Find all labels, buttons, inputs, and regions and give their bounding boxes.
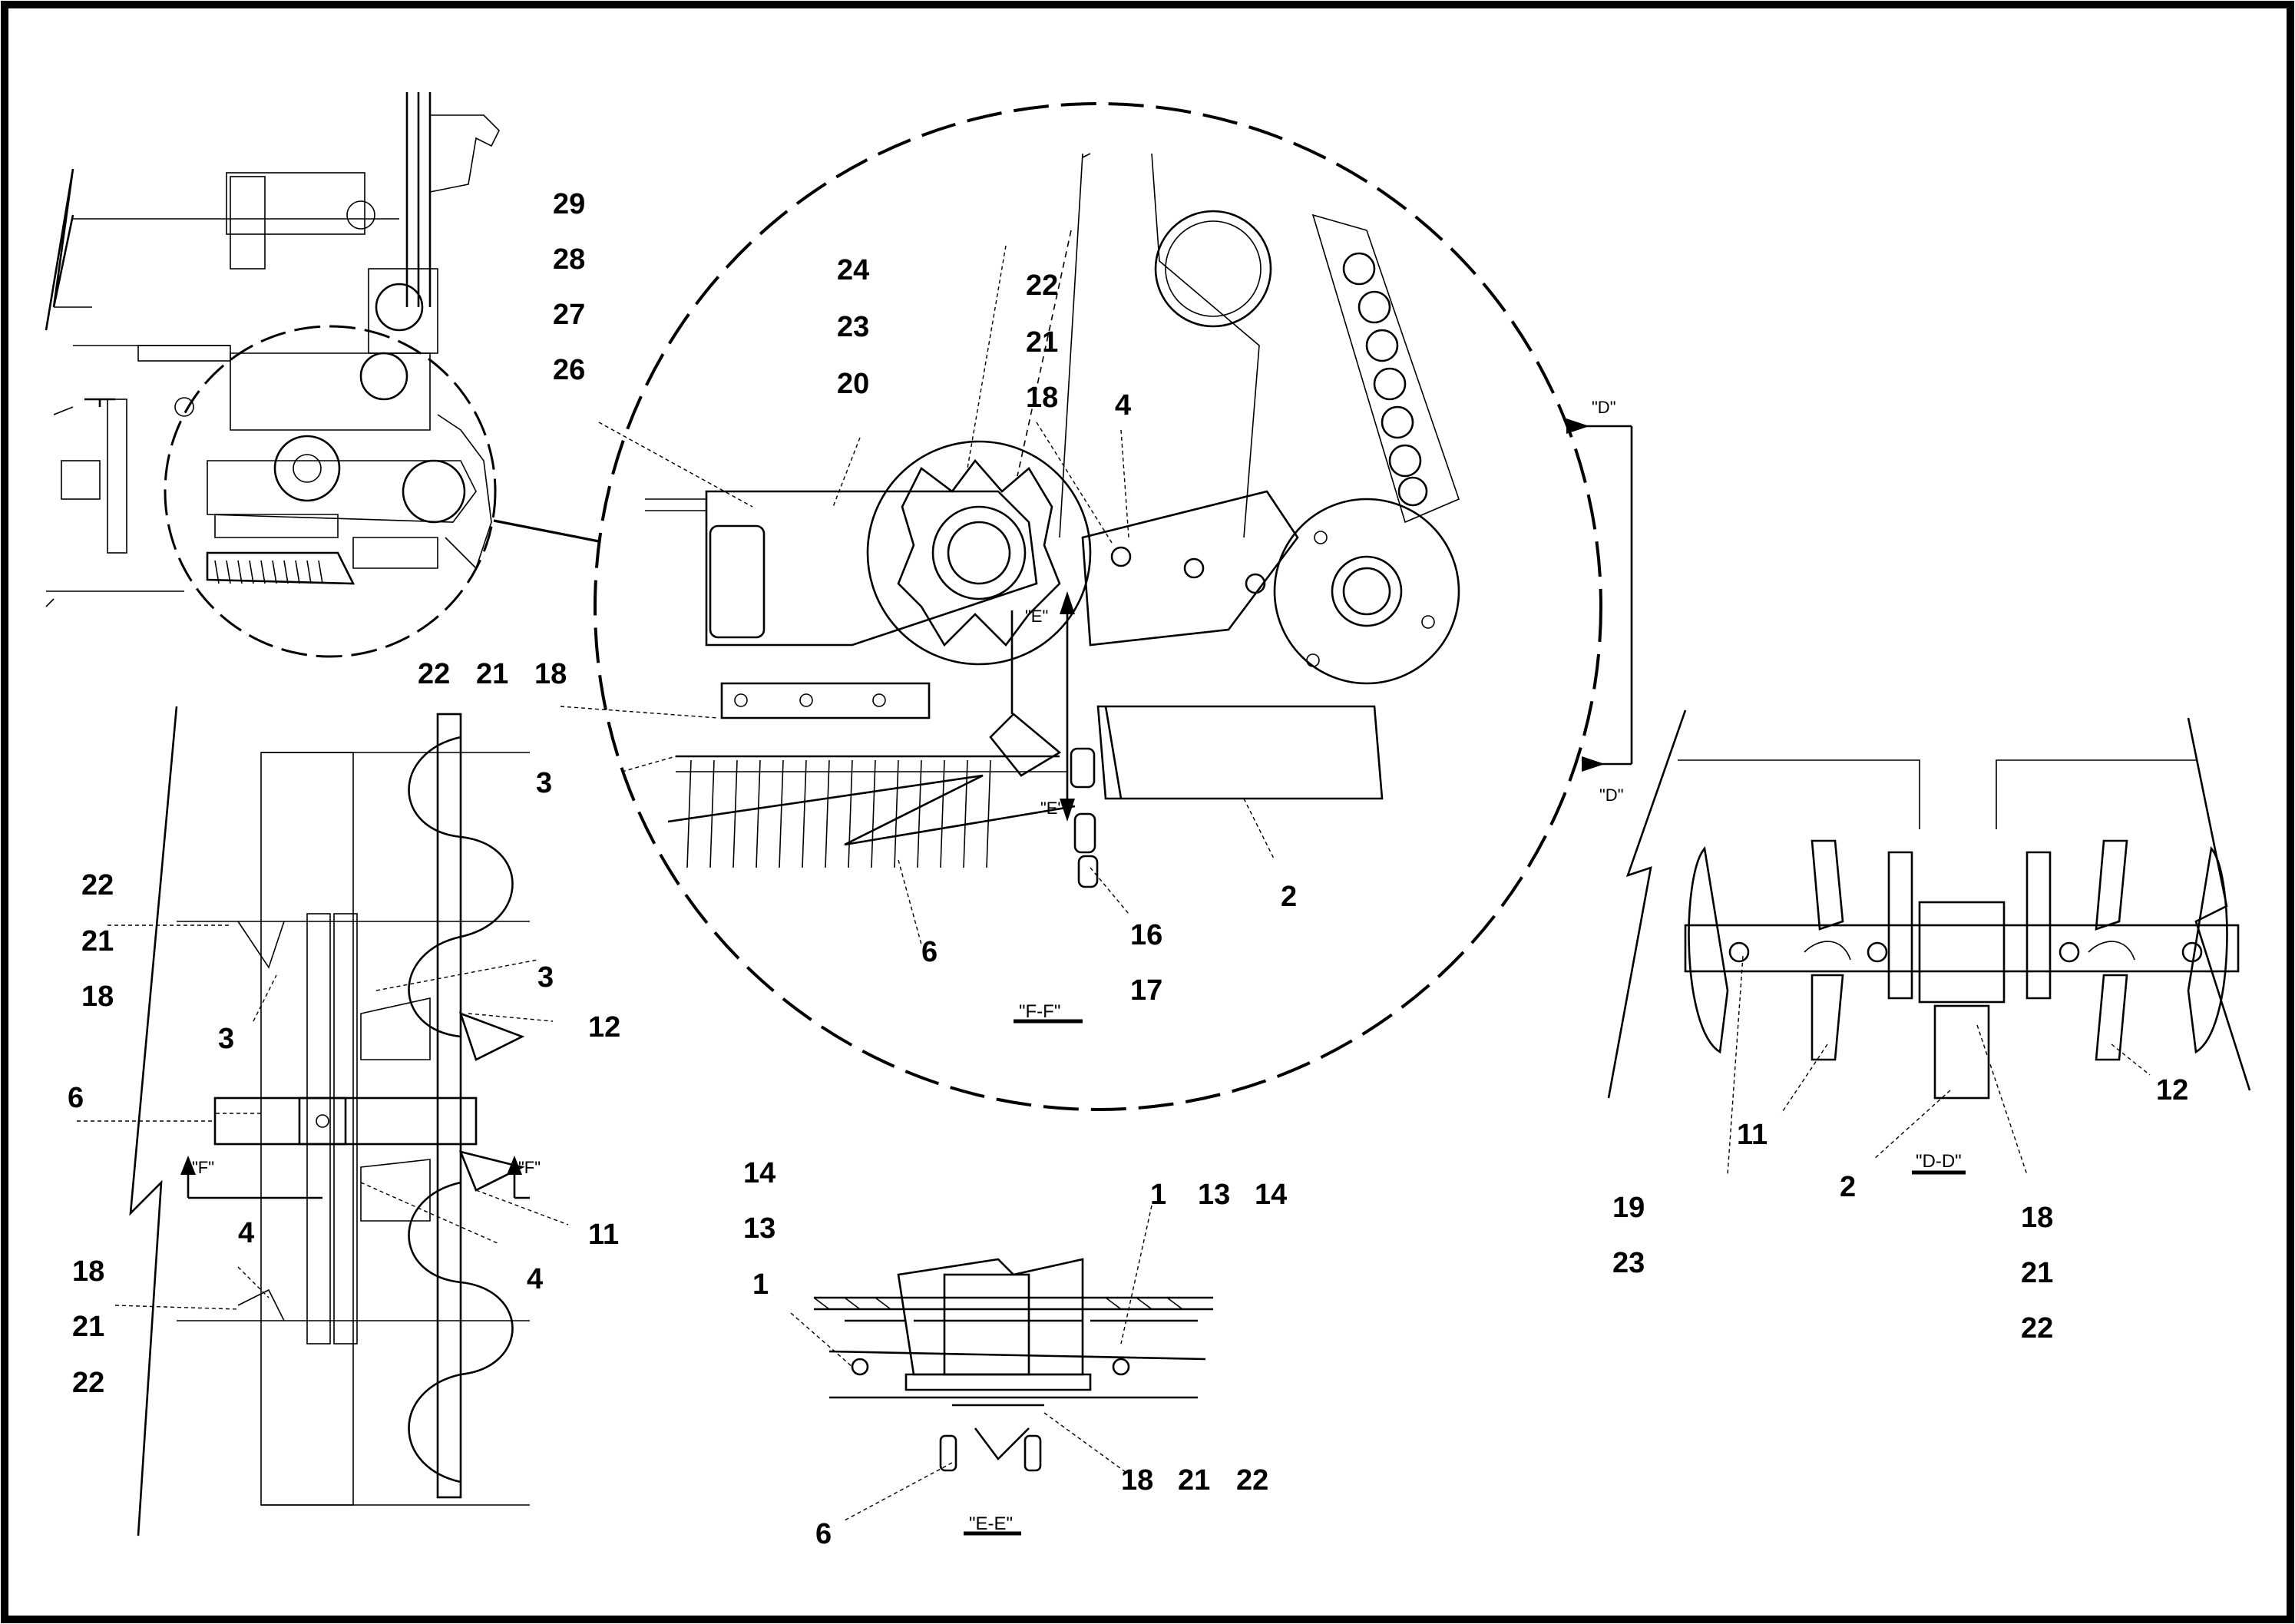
callout-4: 4: [1115, 389, 1131, 422]
callout-12: 12: [2156, 1074, 2188, 1106]
section-title-dd: "D-D": [1916, 1151, 1962, 1172]
callout-18: 18: [1121, 1464, 1153, 1497]
callout-18: 18: [81, 981, 114, 1013]
section-dd-view: [1607, 709, 2251, 1176]
roller-chain: [1342, 252, 1428, 507]
callout-29: 29: [553, 188, 585, 220]
callout-14: 14: [1255, 1179, 1287, 1211]
section-marker-e-bottom: "E": [1040, 799, 1063, 818]
callout-21: 21: [2021, 1257, 2053, 1289]
section-ee-view: [790, 1205, 1213, 1536]
callout-2: 2: [1840, 1171, 1856, 1203]
chain-row: [667, 713, 1099, 888]
section-title-ff: "F-F": [1019, 1001, 1060, 1022]
section-dd-callouts: 11 12 19 23 2 18 21 22 "D-D": [1612, 1074, 2188, 1345]
section-title-ee: "E-E": [969, 1513, 1013, 1534]
callout-23: 23: [837, 311, 869, 343]
callout-22: 22: [1026, 270, 1058, 302]
callout-22: 22: [2021, 1312, 2053, 1345]
section-marker-f-left: "F": [192, 1158, 214, 1177]
callout-6: 6: [921, 936, 938, 968]
callout-17: 17: [1130, 974, 1162, 1007]
callout-21: 21: [1026, 326, 1058, 359]
callout-3: 3: [218, 1023, 234, 1055]
callout-22: 22: [1236, 1464, 1268, 1497]
callout-21: 21: [476, 658, 508, 690]
callout-1: 1: [752, 1268, 769, 1301]
section-marker-d-bottom: "D": [1599, 786, 1624, 805]
callout-6: 6: [815, 1518, 832, 1550]
overview-view: [45, 92, 600, 658]
callout-11: 11: [588, 1219, 619, 1251]
callout-22: 22: [72, 1367, 104, 1399]
callout-18: 18: [534, 658, 567, 690]
callout-24: 24: [837, 254, 869, 286]
callout-16: 16: [1130, 919, 1162, 951]
callout-21: 21: [72, 1311, 104, 1343]
view-f: [77, 706, 569, 1536]
callout-1: 1: [1150, 1179, 1166, 1211]
callout-3: 3: [536, 767, 552, 799]
callout-22: 22: [81, 869, 114, 901]
callout-21: 21: [1178, 1464, 1210, 1497]
detail-ff-circle: [594, 102, 1602, 1111]
callout-28: 28: [553, 243, 585, 276]
callout-4: 4: [527, 1263, 543, 1295]
section-ee-callouts: 14 13 1 13 14 1 18 21 22 6 "E-E": [743, 1157, 1287, 1550]
callout-2: 2: [1281, 881, 1297, 913]
callout-18: 18: [1026, 382, 1058, 414]
callout-13: 13: [743, 1212, 775, 1245]
callout-19: 19: [1612, 1192, 1645, 1224]
section-marker-d-top: "D": [1592, 398, 1616, 417]
callout-20: 20: [837, 368, 869, 400]
callout-6: 6: [68, 1082, 84, 1114]
section-marker-e-top: "E": [1025, 607, 1048, 626]
detail-ff-view: [560, 102, 1633, 1111]
callout-18: 18: [2021, 1202, 2053, 1234]
callout-4: 4: [238, 1217, 254, 1249]
callout-23: 23: [1612, 1247, 1645, 1279]
callout-3: 3: [537, 961, 554, 994]
callout-21: 21: [81, 925, 114, 958]
view-f-callouts: 22 21 18 3 3 12 6 11 4 4 18 21 22 "F" "F…: [68, 869, 620, 1399]
callout-18: 18: [72, 1255, 104, 1288]
callout-13: 13: [1198, 1179, 1230, 1211]
callout-26: 26: [553, 354, 585, 386]
callout-22: 22: [418, 658, 450, 690]
section-marker-f-right: "F": [518, 1158, 541, 1177]
callout-12: 12: [588, 1011, 620, 1044]
detail-ff-callouts: 29 28 27 26 24 23 20 22 21 18 4 22 21 18…: [418, 188, 1624, 1022]
overview-detail-circle: [164, 325, 497, 658]
callout-14: 14: [743, 1157, 775, 1189]
callout-27: 27: [553, 299, 585, 331]
callout-11: 11: [1737, 1119, 1768, 1151]
